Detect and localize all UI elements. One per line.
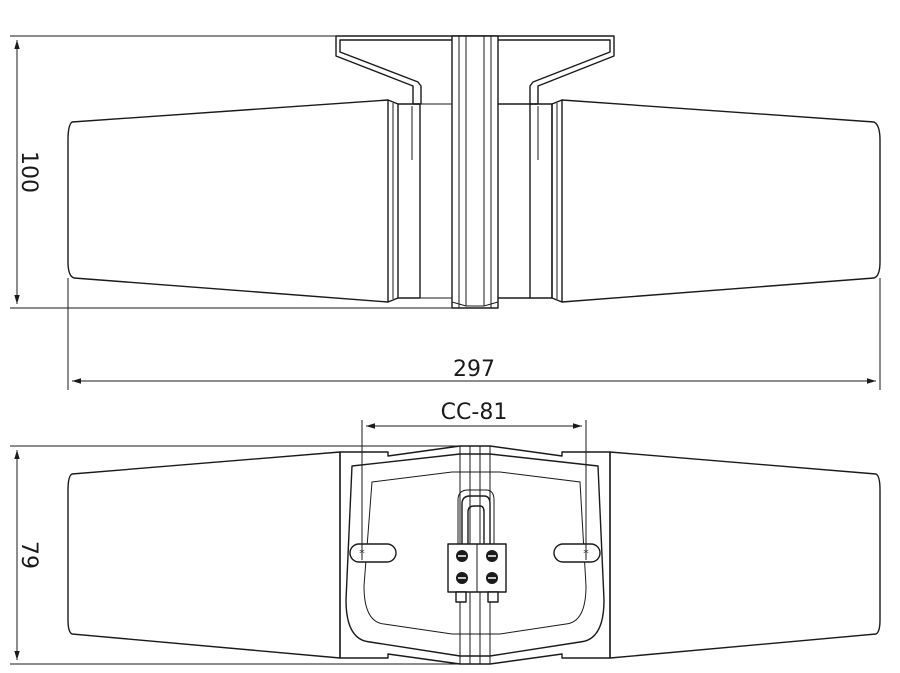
left-neck <box>397 103 421 299</box>
plan-right-body <box>609 451 881 659</box>
mounting-bracket <box>335 35 615 105</box>
left-collar <box>387 99 399 303</box>
dimension-height-bottom: 79 <box>10 445 460 665</box>
right-lamp-body <box>561 99 881 303</box>
center-housing <box>339 445 611 665</box>
central-column <box>451 35 499 309</box>
mounting-slot-right: * <box>553 543 601 563</box>
housing-cavity <box>363 471 587 635</box>
dimension-label-cc81: CC-81 <box>441 400 508 425</box>
dimension-label-100: 100 <box>16 151 41 193</box>
side-view <box>67 35 881 309</box>
right-neck <box>497 103 531 299</box>
plan-left-body <box>67 451 341 659</box>
housing-inner-frame <box>345 453 605 657</box>
mounting-slot-left: * <box>349 543 397 563</box>
dimension-length: 297 <box>67 278 881 390</box>
terminal-block <box>447 543 507 603</box>
dimension-center-distance: CC-81 <box>361 400 587 560</box>
left-lamp-body <box>67 99 389 303</box>
dimension-height-top: 100 <box>10 35 452 309</box>
plan-view: * * <box>67 445 881 665</box>
dimension-label-79: 79 <box>16 541 41 569</box>
dimension-label-297: 297 <box>453 357 495 382</box>
wires <box>457 489 495 545</box>
right-collar <box>551 99 563 303</box>
